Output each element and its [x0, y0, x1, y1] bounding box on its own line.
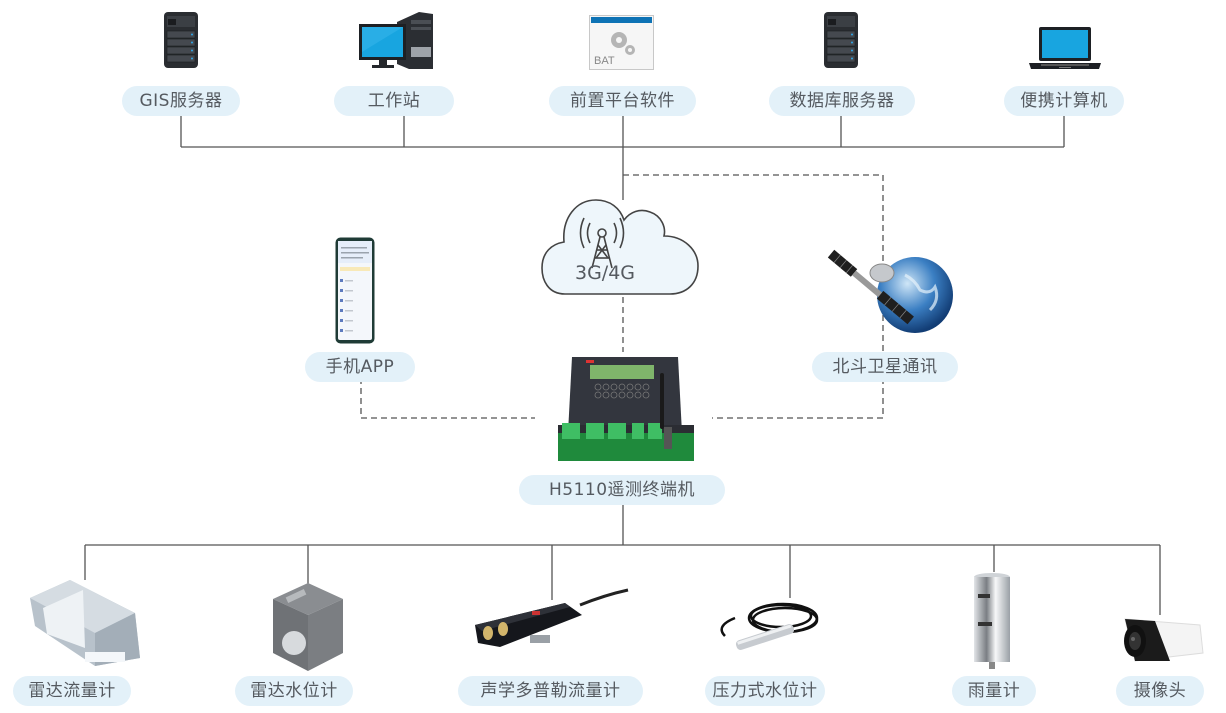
laptop-icon: [1029, 27, 1101, 71]
cell-tower-cloud-icon: [540, 190, 708, 300]
radar-flowmeter-icon: [25, 578, 145, 668]
node-label-terminal: H5110遥测终端机: [519, 475, 725, 505]
server-tower-icon: [163, 11, 199, 69]
beidou-to-terminal-dashed: [712, 378, 884, 419]
doppler-flowmeter-icon: [470, 585, 630, 655]
sensor-label-camera: 摄像头: [1116, 676, 1204, 706]
bullet-camera-icon: [1115, 615, 1205, 667]
radar-level-gauge-icon: [268, 581, 348, 673]
desktop-computer-icon: [359, 12, 434, 70]
rain-gauge-icon: [970, 572, 1015, 672]
sensor-label-doppler-flowmeter: 声学多普勒流量计: [458, 676, 643, 706]
bat-software-icon: BAT: [589, 15, 654, 70]
rtu-terminal-icon: [550, 355, 700, 465]
node-label-db-server: 数据库服务器: [769, 86, 915, 116]
bat-icon-text: BAT: [594, 55, 615, 67]
satellite-globe-icon: [820, 245, 955, 335]
node-label-workstation: 工作站: [334, 86, 454, 116]
pressure-level-sensor-icon: [705, 596, 820, 666]
network-label: 3G/4G: [574, 262, 636, 284]
server-tower-icon: [823, 11, 859, 69]
node-label-mobile-app: 手机APP: [305, 352, 415, 382]
sensor-label-radar-flowmeter: 雷达流量计: [13, 676, 131, 706]
sensor-label-rain-gauge: 雨量计: [952, 676, 1036, 706]
node-label-front-platform: 前置平台软件: [549, 86, 696, 116]
sensor-label-pressure-level: 压力式水位计: [705, 676, 825, 706]
smartphone-icon: [335, 237, 375, 344]
node-label-beidou: 北斗卫星通讯: [812, 352, 958, 382]
app-to-terminal-dashed: [360, 378, 535, 419]
sensor-label-radar-level: 雷达水位计: [235, 676, 353, 706]
node-label-laptop: 便携计算机: [1004, 86, 1124, 116]
node-label-gis-server: GIS服务器: [122, 86, 240, 116]
